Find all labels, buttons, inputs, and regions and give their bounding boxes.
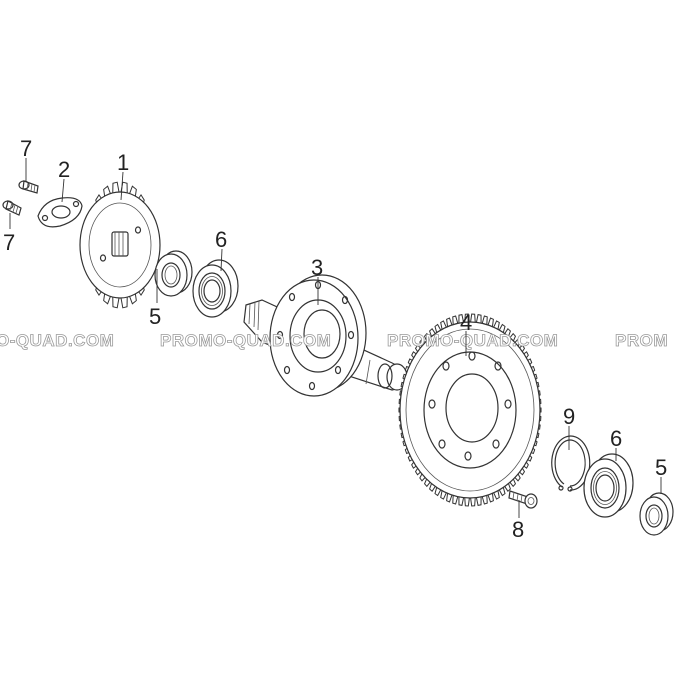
callout-number-9: 9	[563, 404, 575, 429]
bolt-top	[18, 180, 39, 194]
callout-number-1: 1	[117, 150, 129, 175]
leader-line	[220, 248, 223, 272]
watermark: PROMO-QUAD.COM	[160, 331, 331, 350]
callout-number-7: 7	[3, 230, 15, 255]
callout-number-4: 4	[460, 310, 472, 335]
lock-plate	[37, 197, 83, 228]
watermark: PROMO-QUAD.COM	[387, 331, 558, 350]
leader-line	[61, 178, 65, 203]
oil-seal-left	[154, 250, 193, 297]
callout-number-7: 7	[20, 136, 32, 161]
bearing-left	[192, 259, 239, 318]
bearing-right	[583, 453, 634, 518]
watermark: PROM	[615, 331, 668, 350]
bolt-left	[2, 200, 22, 216]
ring-gear	[399, 314, 541, 506]
callout-number-3: 3	[311, 255, 323, 280]
callout-number-6: 6	[610, 426, 622, 451]
callout-number-2: 2	[58, 157, 70, 182]
callout-number-8: 8	[512, 517, 524, 542]
gear-bolt	[508, 490, 538, 509]
oil-seal-right	[639, 492, 674, 536]
watermark: O-QUAD.COM	[0, 331, 114, 350]
sprocket	[79, 182, 161, 308]
output-shaft	[243, 274, 408, 397]
callout-number-5: 5	[149, 304, 161, 329]
leader-line	[120, 171, 124, 201]
callout-number-6: 6	[215, 227, 227, 252]
callout-number-5: 5	[655, 455, 667, 480]
